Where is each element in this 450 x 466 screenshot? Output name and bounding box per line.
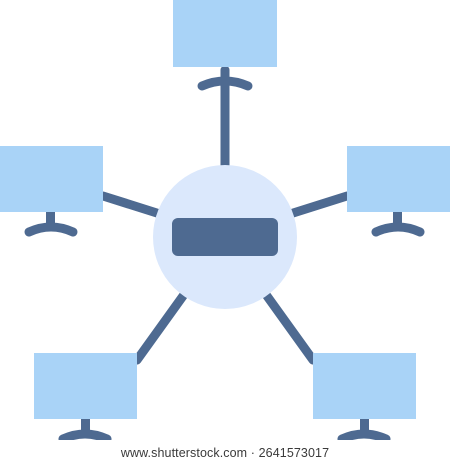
line-left bbox=[98, 191, 165, 219]
line-bottom-left bbox=[132, 291, 188, 365]
line-right bbox=[285, 191, 352, 219]
monitor-icon bbox=[347, 146, 450, 237]
hub-device bbox=[172, 218, 278, 256]
monitor-icon bbox=[173, 0, 277, 91]
watermark-text: www.shutterstock.com · 2641573017 bbox=[120, 446, 330, 460]
monitor-icon bbox=[34, 353, 137, 440]
watermark-bar: www.shutterstock.com · 2641573017 bbox=[0, 440, 450, 466]
network-illustration bbox=[0, 0, 450, 440]
monitor-icon bbox=[0, 146, 103, 237]
line-bottom-right bbox=[262, 291, 318, 365]
connection-lines bbox=[98, 65, 352, 365]
monitor-icon bbox=[313, 353, 416, 440]
hub-device-icon bbox=[153, 165, 297, 309]
